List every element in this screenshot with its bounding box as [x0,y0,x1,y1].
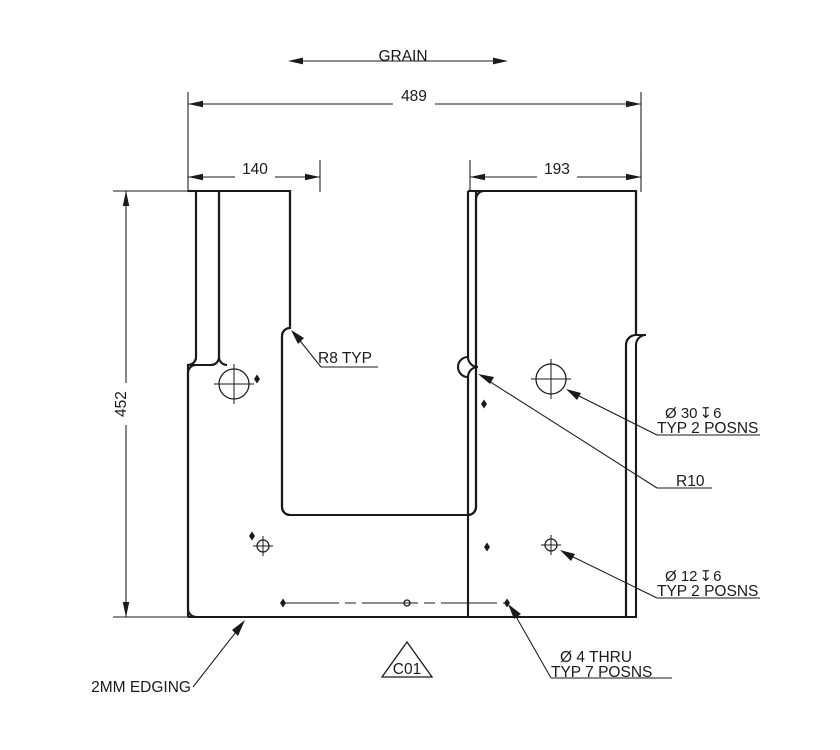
label-thru4-dia: Ø 4 THRU [560,649,632,666]
label-2mm-edging: 2MM EDGING [91,679,191,696]
thru-4-marker-1 [254,374,260,384]
part-geometry [186,189,647,619]
arrow-right-489 [626,100,641,108]
dim-text-bg-452 [117,383,135,425]
leader-thru4 [509,605,552,679]
grain-arrow-left [288,57,303,65]
label-r10: R10 [676,473,705,490]
outline-left-region [186,191,468,619]
outline-accurate [186,189,638,619]
annotation-r8-typ: R8 TYP [291,330,378,368]
leader-cbore12 [562,551,658,599]
outline-seg-right-slot-inner [467,191,478,517]
hole-cbore-12-left [253,536,273,556]
outline-seg-pocket-left [280,326,291,507]
cbore30-depth-symbol: ↧ [700,405,713,422]
grain-label: GRAIN [378,48,427,65]
annotation-cbore-12: Ø 12↧6 TYP 2 POSNS [560,550,760,600]
arrow-left-140 [188,173,203,181]
leader-cbore30 [568,390,658,436]
dimension-overall-width: 489 [187,88,642,180]
leader-arrow-r8 [291,330,304,344]
label-cbore30-qty: TYP 2 POSNS [657,420,758,437]
balloon-c01: C01 [380,640,434,678]
cbore12-depth-symbol: ↧ [700,568,713,585]
thru-4-marker-4 [484,542,490,552]
cbore12-dia-value: Ø 12 [665,568,698,585]
leader-r10 [480,375,658,489]
leader-arrow-r10 [478,374,494,384]
leader-arrow-cbore12 [560,550,575,561]
grain-indicator: GRAIN [288,48,508,65]
leader-arrow-thru4 [508,604,521,619]
cbore12-depth-value: 6 [713,568,721,585]
outline-right-region [466,189,647,619]
leader-arrow-edging [232,620,245,636]
outline-seg-right-notch [456,191,470,515]
label-r8-typ: R8 TYP [318,350,372,367]
outline-seg-left-slot [187,191,198,367]
arrow-right-140 [305,173,320,181]
cbore30-dia-value: Ø 30 [665,405,698,422]
grain-arrow-right [493,57,508,65]
arrow-left-489 [188,100,203,108]
dim-value-left-slot: 140 [242,161,268,178]
cbore30-depth-value: 6 [713,405,721,422]
dim-text-bg-489 [393,88,435,106]
leader-arrow-cbore30 [566,389,581,400]
dimension-overall-height: 452 [113,190,196,618]
outline-seg-right-edge [624,191,638,617]
dim-text-bg-140 [235,161,275,179]
dim-value-overall-width: 489 [401,88,427,105]
triangle-balloon-shape [380,640,434,678]
holes-thru-4-group [249,374,510,608]
outline-seg-pocket-left-top [219,189,292,328]
arrow-top-452 [122,191,130,206]
dimension-right-slot-width: 193 [469,150,642,192]
arrow-bottom-452 [122,602,130,617]
arrow-left-193 [470,173,485,181]
outline-seg-pocket-bottom [280,506,468,517]
leader-edging [192,622,244,688]
thru-4-marker-2 [481,399,487,409]
annotation-thru-4: Ø 4 THRU TYP 7 POSNS [508,604,672,681]
dimension-left-slot-width: 140 [187,150,321,192]
outline-left-slot [188,189,221,367]
outline-seg-left-slot-inner [217,191,228,367]
hole-cbore-30-left [214,364,254,404]
balloon-label-c01: C01 [393,661,421,678]
hole-cbore-12-right [541,535,561,555]
dim-value-overall-height: 452 [113,391,130,417]
annotation-cbore-30: Ø 30↧6 TYP 2 POSNS [566,389,760,437]
arrow-right-193 [626,173,641,181]
annotation-r10: R10 [478,374,712,490]
label-cbore12-qty: TYP 2 POSNS [657,583,758,600]
annotation-edging: 2MM EDGING [91,620,245,696]
label-thru4-qty: TYP 7 POSNS [551,664,652,681]
label-cbore12-dia: Ø 12↧6 [665,568,721,585]
hole-cbore-30-right [531,359,571,399]
label-cbore30-dia: Ø 30↧6 [665,405,721,422]
dim-value-right-slot: 193 [544,161,570,178]
thru-4-marker-3 [249,531,255,541]
dim-text-bg-193 [537,161,577,179]
